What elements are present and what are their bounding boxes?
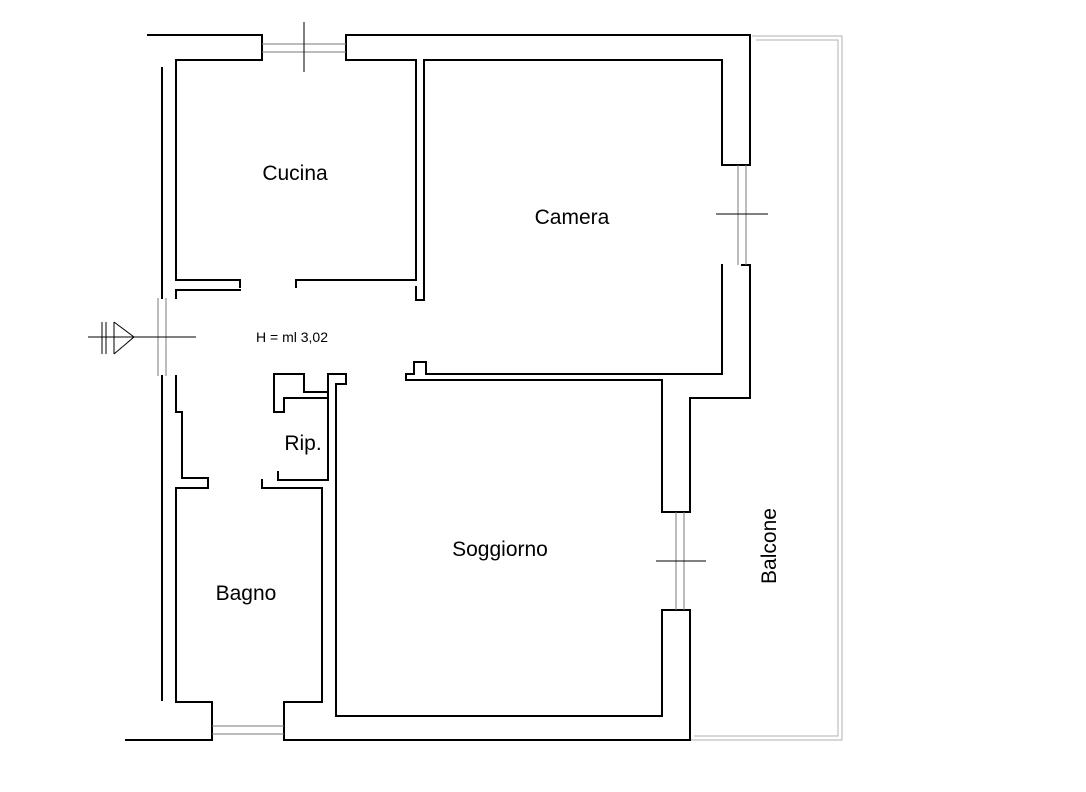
room-label-bagno: Bagno [216,582,277,605]
room-label-cucina: Cucina [262,162,328,185]
room-label-balcone: Balcone [758,508,781,584]
room-label-ripostiglio: Rip. [284,432,321,455]
entrance-arrow-icon [101,321,135,355]
room-label-soggiorno: Soggiorno [452,538,548,561]
balcony-outline [690,35,843,741]
room-label-camera: Camera [535,206,610,229]
outer-walls [125,34,751,741]
windows [88,22,768,735]
ceiling-height-label: H = ml 3,02 [256,329,328,345]
